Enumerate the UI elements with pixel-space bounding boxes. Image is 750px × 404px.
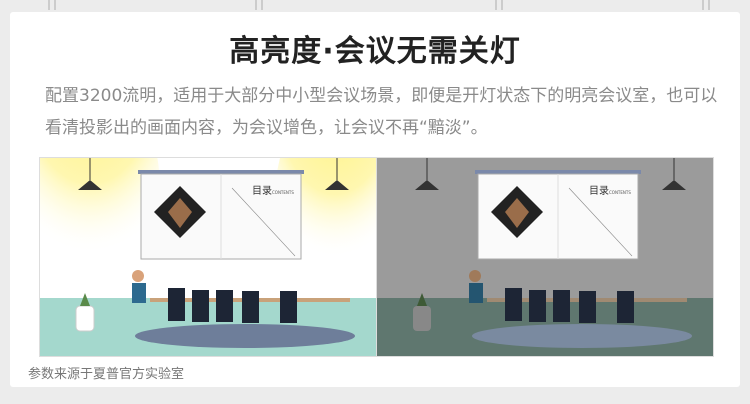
ceiling-lamp-icon [78, 180, 102, 190]
projection-screen: 目录 CONTENTS [475, 170, 641, 260]
ceiling-lamp-icon [325, 180, 349, 190]
screen-heading: 目录 [252, 185, 272, 197]
potted-plant [75, 293, 95, 332]
light-glow [40, 158, 160, 298]
hanger-peg [495, 0, 503, 10]
description-text: 配置3200流明，适用于大部分中小型会议场景，即便是开灯状态下的明亮会议室，也可… [45, 86, 718, 138]
chairs [168, 288, 297, 323]
screen-heading: 目录 [589, 185, 609, 197]
ceiling-lamp-icon [415, 180, 439, 190]
projection-screen: 目录 CONTENTS [138, 170, 304, 260]
potted-plant [413, 293, 431, 331]
chairs [505, 288, 634, 323]
hanger-peg [702, 0, 710, 10]
rug [135, 324, 355, 348]
rug [472, 324, 692, 348]
bright-room-illustration: 目录 CONTENTS [39, 157, 377, 357]
hanger-peg [255, 0, 263, 10]
screen-subheading: CONTENTS [609, 190, 631, 195]
person [132, 270, 146, 303]
ceiling-lamp-icon [662, 180, 686, 190]
person [469, 270, 483, 303]
hanger-peg [48, 0, 56, 10]
dark-room-illustration: 目录 CONTENTS [376, 157, 714, 357]
source-caption: 参数来源于夏普官方实验室 [28, 367, 185, 382]
screen-subheading: CONTENTS [272, 190, 294, 195]
page-title: 高亮度·会议无需关灯 [229, 34, 521, 69]
